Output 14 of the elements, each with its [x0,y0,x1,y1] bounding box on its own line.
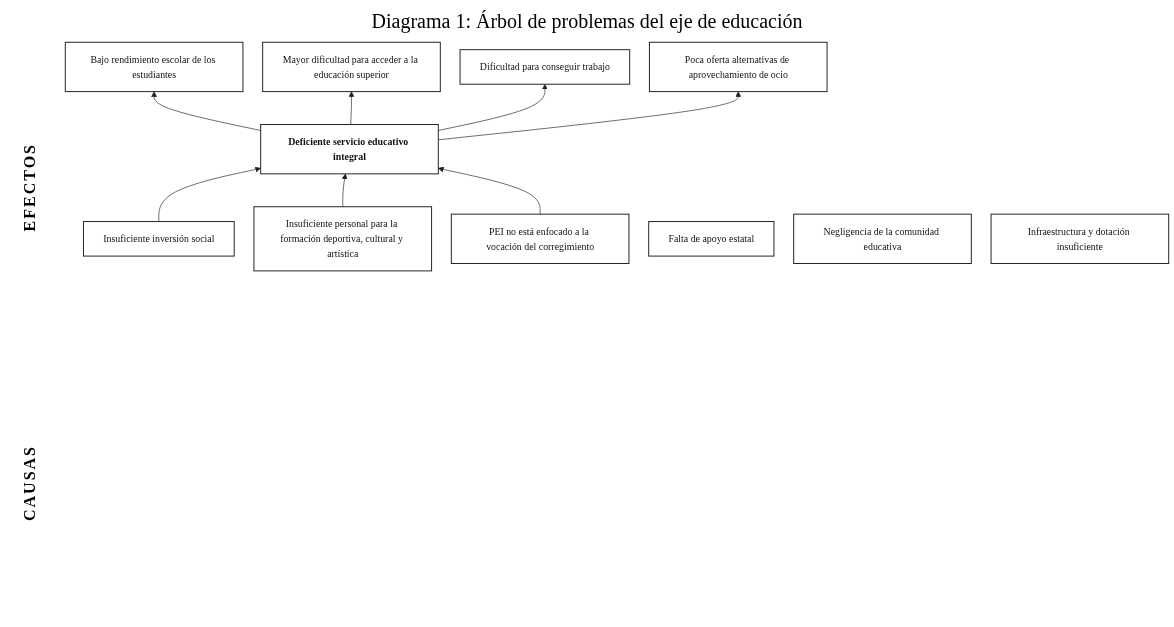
section-label: CAUSAS [21,444,39,521]
node-box: Bajo rendimiento escolar de los estudiantes [64,41,244,93]
node-box: Mayor dificultad para acceder a la educación superior [262,41,441,93]
diagram-title: Diagrama 1: Árbol de problemas del eje de educación [371,10,803,33]
node-box: PEI no está enfocado a la vocación del corregimiento [450,213,630,264]
node-box: Dificultad para conseguir trabajo [459,49,631,85]
node-box: Falta de apoyo estatal [648,221,775,257]
node-box: Insuficiente personal para la formación deportiva, cultural y artística [253,206,433,272]
node-box: Poca oferta alternativas de aprovechamiento de ocio [648,41,828,93]
node-box: Insuficiente inversión social [82,221,235,257]
section-label: EFECTOS [21,143,39,232]
node-box: Negligencia de la comunidad educativa [793,213,972,264]
node-box: Deficiente servicio educativo integral [260,124,439,175]
node-box: Infraestructura y dotación insuficiente [990,213,1170,264]
